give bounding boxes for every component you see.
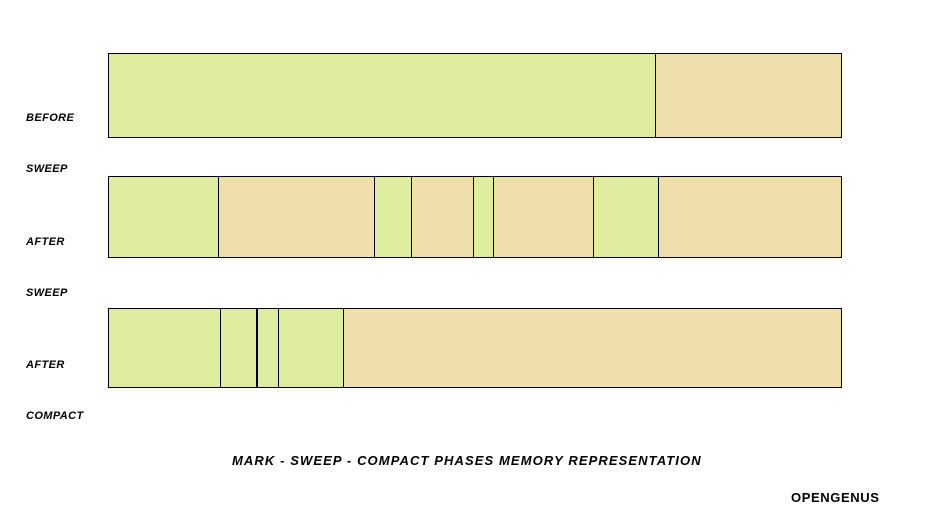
row-label-before-sweep: BEFORE SWEEP (26, 76, 74, 212)
row-label-after-compact-line1: AFTER (26, 359, 65, 371)
memory-segment-free (493, 177, 594, 257)
memory-segment-live (109, 54, 656, 137)
row-label-after-compact-line2: COMPACT (26, 410, 84, 422)
memory-segment-live (220, 309, 258, 387)
memory-segment-free (344, 309, 841, 387)
opengenus-watermark: OPENGENUS (791, 490, 880, 505)
memory-segment-live (109, 177, 219, 257)
row-label-after-compact: AFTER COMPACT (26, 323, 84, 459)
memory-segment-free (655, 54, 841, 137)
memory-segment-live (109, 309, 221, 387)
memory-segment-live (593, 177, 659, 257)
row-label-after-sweep-line2: SWEEP (26, 287, 68, 299)
diagram-caption: MARK - SWEEP - COMPACT PHASES MEMORY REP… (232, 453, 702, 468)
memory-segment-free (658, 177, 841, 257)
memory-segment-live (375, 177, 413, 257)
memory-bar-before-sweep (108, 53, 842, 138)
row-label-before-sweep-line1: BEFORE (26, 112, 75, 124)
memory-bar-after-compact (108, 308, 842, 388)
memory-segment-live (257, 309, 279, 387)
memory-bar-after-sweep (108, 176, 842, 258)
memory-segment-live (474, 177, 494, 257)
row-label-after-sweep: AFTER SWEEP (26, 200, 68, 336)
row-label-before-sweep-line2: SWEEP (26, 163, 68, 175)
memory-segment-free (218, 177, 376, 257)
row-label-after-sweep-line1: AFTER (26, 236, 65, 248)
memory-segment-live (278, 309, 345, 387)
memory-segment-free (412, 177, 475, 257)
